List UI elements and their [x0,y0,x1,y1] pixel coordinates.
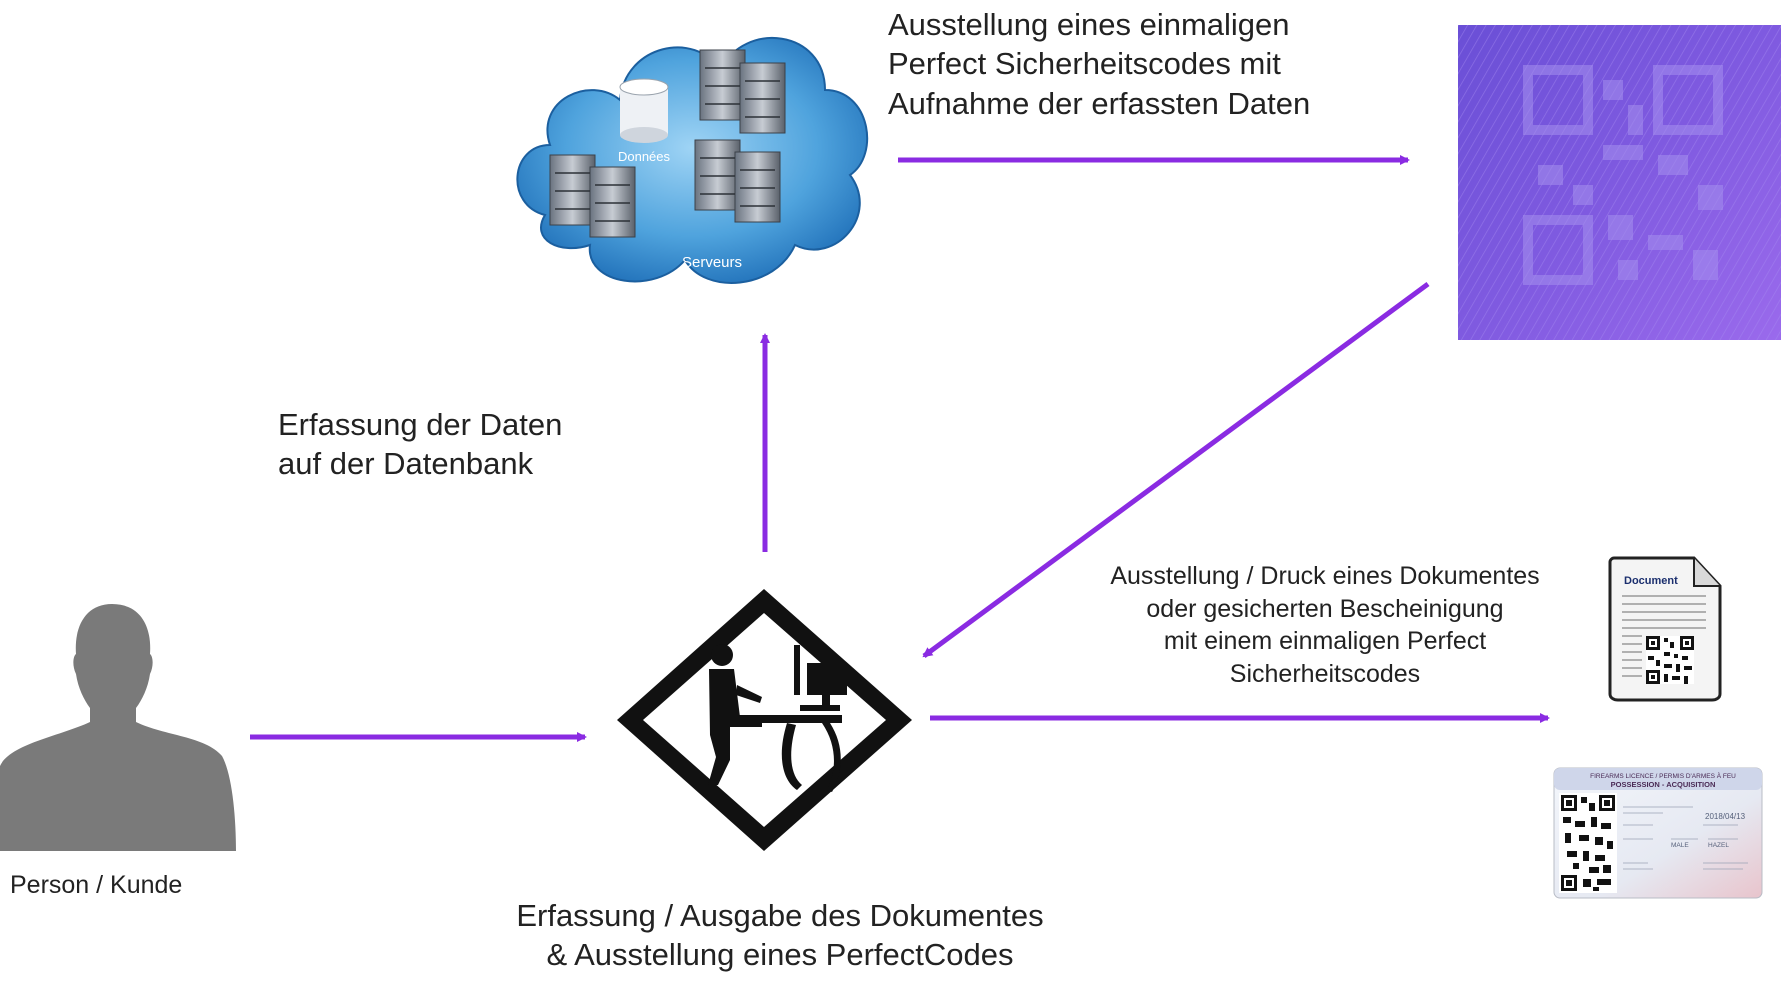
document-qr-icon: Document [1608,556,1722,702]
label-person: Person / Kunde [10,871,183,899]
label-left-line-1: Erfassung der Daten [278,407,563,442]
database-icon [619,78,669,143]
label-top-line-2: Perfect Sicherheitscodes mit [888,46,1281,82]
licence-card-icon: FIREARMS LICENCE / PERMIS D'ARMES À FEU … [1553,767,1763,899]
operator-workstation [612,585,917,855]
document-title: Document [1624,575,1678,587]
servers-label: Serveurs [682,254,742,271]
label-top-line-1: Ausstellung eines einmaligen [888,7,1290,42]
label-bottom-line-1: Erfassung / Ausgabe des Dokumentes [516,898,1044,933]
document-icon-wrap: Document [1602,552,1728,704]
label-top-line-3: Aufnahme der erfassten Daten [888,85,1311,121]
secure-code-image [1458,25,1781,340]
licence-header-1: FIREARMS LICENCE / PERMIS D'ARMES À FEU [1590,771,1736,780]
secure-qr-code-icon [1458,25,1781,340]
server-rack-top [699,49,786,134]
label-bottom-line-2: & Ausstellung eines PerfectCodes [546,937,1014,973]
licence-eyes: HAZEL [1708,842,1729,849]
arrow-code-to-operator [922,281,1430,659]
label-right-arrow: Ausstellung / Druck eines Dokumentes ode… [1050,560,1600,690]
licence-header-2: POSSESSION - ACQUISITION [1611,780,1716,789]
label-left-line-2: auf der Datenbank [278,446,534,482]
label-top-arrow: Ausstellung eines einmaligen Perfect Sic… [888,5,1310,123]
licence-date: 2018/04/13 [1705,812,1746,821]
label-bottom: Erfassung / Ausgabe des Dokumentes & Aus… [430,896,1130,975]
person-silhouette-icon [0,604,236,851]
licence-sex: MALE [1671,842,1689,849]
label-right-line-2: oder gesicherten Bescheinigung [1146,594,1504,623]
operator-workstation-icon [617,589,912,851]
server-rack-right [694,139,781,223]
label-right-line-3: mit einem einmaligen Perfect [1163,627,1487,655]
database-label: Données [618,149,671,164]
server-cloud-icon: Données Serveurs [516,37,869,284]
label-right-line-4: Sicherheitscodes [1229,659,1421,688]
server-rack-left [549,154,636,238]
label-left-arrow: Erfassung der Daten auf der Datenbank [278,405,562,484]
licence-card: FIREARMS LICENCE / PERMIS D'ARMES À FEU … [1553,767,1763,899]
server-cloud: Données Serveurs [505,5,880,305]
label-right-line-1: Ausstellung / Druck eines Dokumentes [1110,562,1540,590]
person-silhouette [0,596,240,851]
